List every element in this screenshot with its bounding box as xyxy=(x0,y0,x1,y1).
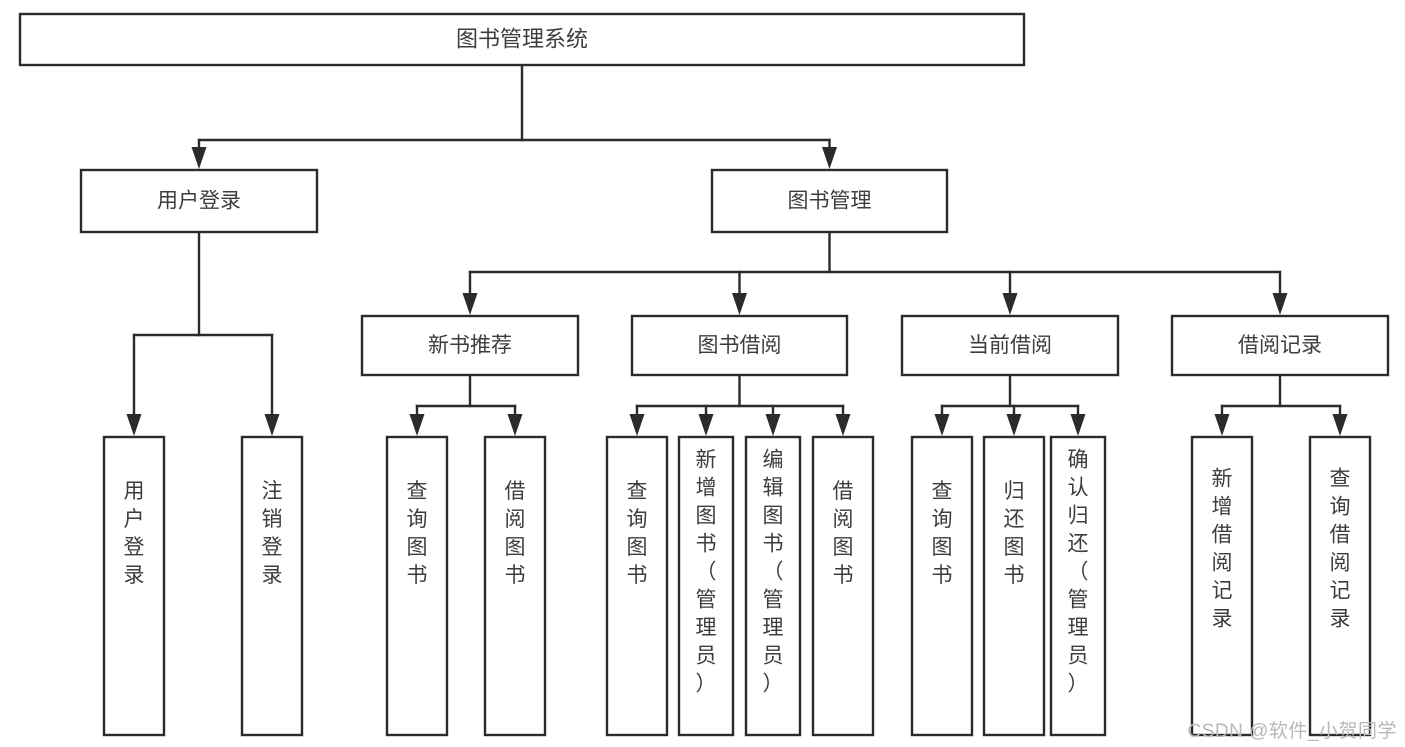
node-leaf-query-borrow-record[interactable]: 查询借阅记录 xyxy=(1308,435,1372,737)
node-box-leaf-add-book-admin[interactable] xyxy=(677,435,735,737)
node-label-leaf-add-book-admin: 新增图书（管理员） xyxy=(696,448,717,695)
node-leaf-query-book-2[interactable]: 查询图书 xyxy=(605,435,669,737)
node-label-current-borrow: 当前借阅 xyxy=(968,334,1052,357)
edge-arrowhead-book-borrow xyxy=(732,293,747,315)
edges-layer xyxy=(126,63,1348,436)
node-label-leaf-borrow-book-2: 借阅图书 xyxy=(833,480,854,587)
node-label-leaf-user-login: 用户登录 xyxy=(124,480,145,587)
node-leaf-confirm-return-admin[interactable]: 确认归还（管理员） xyxy=(1049,435,1107,737)
node-leaf-return-book[interactable]: 归还图书 xyxy=(982,435,1046,737)
node-box-leaf-query-book-2[interactable] xyxy=(605,435,669,737)
node-box-leaf-logout-login[interactable] xyxy=(240,435,304,737)
node-label-book-borrow: 图书借阅 xyxy=(698,334,782,357)
node-box-leaf-query-book-3[interactable] xyxy=(910,435,974,737)
edge-arrowhead-leaf-add-book-admin xyxy=(698,414,714,436)
node-label-leaf-borrow-book-1: 借阅图书 xyxy=(505,480,526,587)
node-leaf-query-book-3[interactable]: 查询图书 xyxy=(910,435,974,737)
node-leaf-borrow-book-2[interactable]: 借阅图书 xyxy=(811,435,875,737)
node-label-leaf-confirm-return-admin: 确认归还（管理员） xyxy=(1068,448,1089,695)
edge-arrowhead-leaf-return-book xyxy=(1006,414,1022,436)
edge-arrowhead-user-login xyxy=(191,147,207,169)
node-box-book-manage[interactable] xyxy=(710,168,949,234)
node-box-leaf-borrow-book-2[interactable] xyxy=(811,435,875,737)
node-root[interactable]: 图书管理系统 xyxy=(18,12,1026,67)
node-current-borrow[interactable]: 当前借阅 xyxy=(900,314,1120,377)
node-box-leaf-query-borrow-record[interactable] xyxy=(1308,435,1372,737)
node-label-leaf-query-book-1: 查询图书 xyxy=(407,480,428,587)
edge-arrowhead-book-manage xyxy=(822,147,837,169)
node-box-leaf-borrow-book-1[interactable] xyxy=(483,435,547,737)
edge-arrowhead-leaf-query-book-2 xyxy=(629,414,645,436)
node-label-book-manage: 图书管理 xyxy=(788,190,872,213)
node-box-leaf-query-book-1[interactable] xyxy=(385,435,449,737)
node-label-leaf-query-borrow-record: 查询借阅记录 xyxy=(1330,467,1351,630)
node-box-leaf-edit-book-admin[interactable] xyxy=(744,435,802,737)
node-leaf-user-login[interactable]: 用户登录 xyxy=(102,435,166,737)
node-user-login[interactable]: 用户登录 xyxy=(79,168,319,234)
node-box-borrow-record[interactable] xyxy=(1170,314,1390,377)
node-label-new-book-recommend: 新书推荐 xyxy=(428,334,512,357)
edge-arrowhead-current-borrow xyxy=(1002,293,1018,315)
node-box-leaf-return-book[interactable] xyxy=(982,435,1046,737)
node-label-leaf-return-book: 归还图书 xyxy=(1004,480,1025,587)
node-new-book-recommend[interactable]: 新书推荐 xyxy=(360,314,580,377)
edge-arrowhead-leaf-user-login xyxy=(126,414,142,436)
node-box-user-login[interactable] xyxy=(79,168,319,234)
edge-arrowhead-leaf-logout-login xyxy=(264,414,280,436)
node-box-leaf-user-login[interactable] xyxy=(102,435,166,737)
node-borrow-record[interactable]: 借阅记录 xyxy=(1170,314,1390,377)
node-box-new-book-recommend[interactable] xyxy=(360,314,580,377)
node-leaf-add-borrow-record[interactable]: 新增借阅记录 xyxy=(1190,435,1254,737)
node-label-user-login: 用户登录 xyxy=(157,190,241,213)
edge-arrowhead-leaf-query-book-1 xyxy=(409,414,425,436)
node-label-leaf-query-book-3: 查询图书 xyxy=(932,480,953,587)
edge-arrowhead-leaf-borrow-book-1 xyxy=(507,414,523,436)
edge-arrowhead-leaf-borrow-book-2 xyxy=(835,414,851,436)
node-box-leaf-add-borrow-record[interactable] xyxy=(1190,435,1254,737)
edge-arrowhead-new-book-recommend xyxy=(462,293,478,315)
node-box-book-borrow[interactable] xyxy=(630,314,849,377)
edge-arrowhead-leaf-add-borrow-record xyxy=(1214,414,1230,436)
node-label-leaf-edit-book-admin: 编辑图书（管理员） xyxy=(763,448,784,695)
node-book-borrow[interactable]: 图书借阅 xyxy=(630,314,849,377)
node-box-current-borrow[interactable] xyxy=(900,314,1120,377)
edge-arrowhead-leaf-confirm-return-admin xyxy=(1070,414,1086,436)
node-leaf-query-book-1[interactable]: 查询图书 xyxy=(385,435,449,737)
node-label-leaf-add-borrow-record: 新增借阅记录 xyxy=(1212,467,1233,630)
node-label-root: 图书管理系统 xyxy=(456,26,588,51)
node-leaf-logout-login[interactable]: 注销登录 xyxy=(240,435,304,737)
edge-arrowhead-leaf-edit-book-admin xyxy=(765,414,781,436)
edge-arrowhead-borrow-record xyxy=(1272,293,1288,315)
edge-arrowhead-leaf-query-borrow-record xyxy=(1332,414,1348,436)
nodes-layer: 图书管理系统用户登录图书管理新书推荐图书借阅当前借阅借阅记录用户登录注销登录查询… xyxy=(18,12,1390,737)
node-leaf-edit-book-admin[interactable]: 编辑图书（管理员） xyxy=(744,435,802,737)
node-leaf-borrow-book-1[interactable]: 借阅图书 xyxy=(483,435,547,737)
node-box-leaf-confirm-return-admin[interactable] xyxy=(1049,435,1107,737)
node-book-manage[interactable]: 图书管理 xyxy=(710,168,949,234)
node-leaf-add-book-admin[interactable]: 新增图书（管理员） xyxy=(677,435,735,737)
node-label-borrow-record: 借阅记录 xyxy=(1238,334,1322,357)
node-label-leaf-logout-login: 注销登录 xyxy=(262,480,283,587)
node-label-leaf-query-book-2: 查询图书 xyxy=(627,480,648,587)
node-box-root[interactable] xyxy=(18,12,1026,67)
edge-arrowhead-leaf-query-book-3 xyxy=(934,414,950,436)
